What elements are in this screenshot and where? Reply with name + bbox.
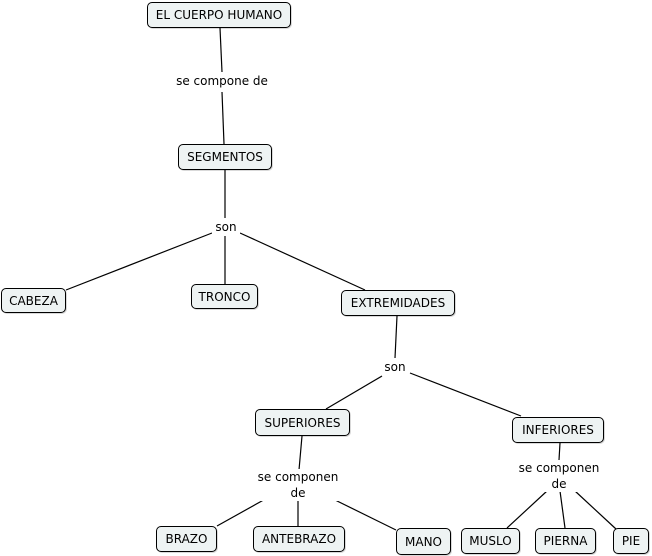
link-se-componen-line1: se componen (518, 461, 600, 475)
concept-segmentos[interactable]: SEGMENTOS (178, 144, 272, 170)
link-son-extremidades: son (381, 359, 409, 375)
concept-inferiores[interactable]: INFERIORES (512, 417, 604, 443)
concept-muslo[interactable]: MUSLO (461, 528, 520, 554)
line-cuerpo-compone (219, 27, 223, 73)
line-componen-mano (330, 497, 397, 531)
concept-pierna[interactable]: PIERNA (535, 528, 596, 554)
concept-extremidades[interactable]: EXTREMIDADES (341, 290, 455, 316)
line-componen-pie (574, 490, 617, 530)
line-son-extremidades (239, 232, 366, 291)
line-extremidades-son (394, 315, 398, 359)
concept-pie[interactable]: PIE (613, 528, 649, 554)
line-componen-muslo (506, 490, 548, 529)
concept-superiores[interactable]: SUPERIORES (255, 409, 350, 436)
link-se-compone-de: se compone de (172, 73, 272, 89)
line-son-inferiores (409, 372, 522, 417)
concept-antebrazo[interactable]: ANTEBRAZO (253, 526, 345, 552)
line-son-cabeza (65, 232, 213, 291)
line-compone-segmentos (221, 91, 225, 145)
link-se-componen-de-inferiores: se componen de (513, 460, 605, 492)
line-inferiores-componen (558, 442, 561, 461)
link-son-segmentos: son (212, 219, 240, 235)
link-se-componen-de-superiores: se componen de (252, 469, 344, 501)
line-son-superiores (325, 375, 383, 410)
line-superiores-componen (298, 435, 303, 471)
concept-brazo[interactable]: BRAZO (156, 526, 217, 552)
concept-el-cuerpo-humano[interactable]: EL CUERPO HUMANO (147, 2, 291, 28)
line-componen-pierna (559, 490, 566, 529)
link-se-componen-line1: se componen (257, 470, 339, 484)
line-componen-brazo (216, 496, 270, 527)
link-de-line2: de (290, 486, 306, 500)
concept-tronco[interactable]: TRONCO (191, 284, 258, 309)
concept-cabeza[interactable]: CABEZA (1, 288, 66, 313)
concept-mano[interactable]: MANO (396, 528, 451, 555)
link-de-line2: de (551, 477, 567, 491)
